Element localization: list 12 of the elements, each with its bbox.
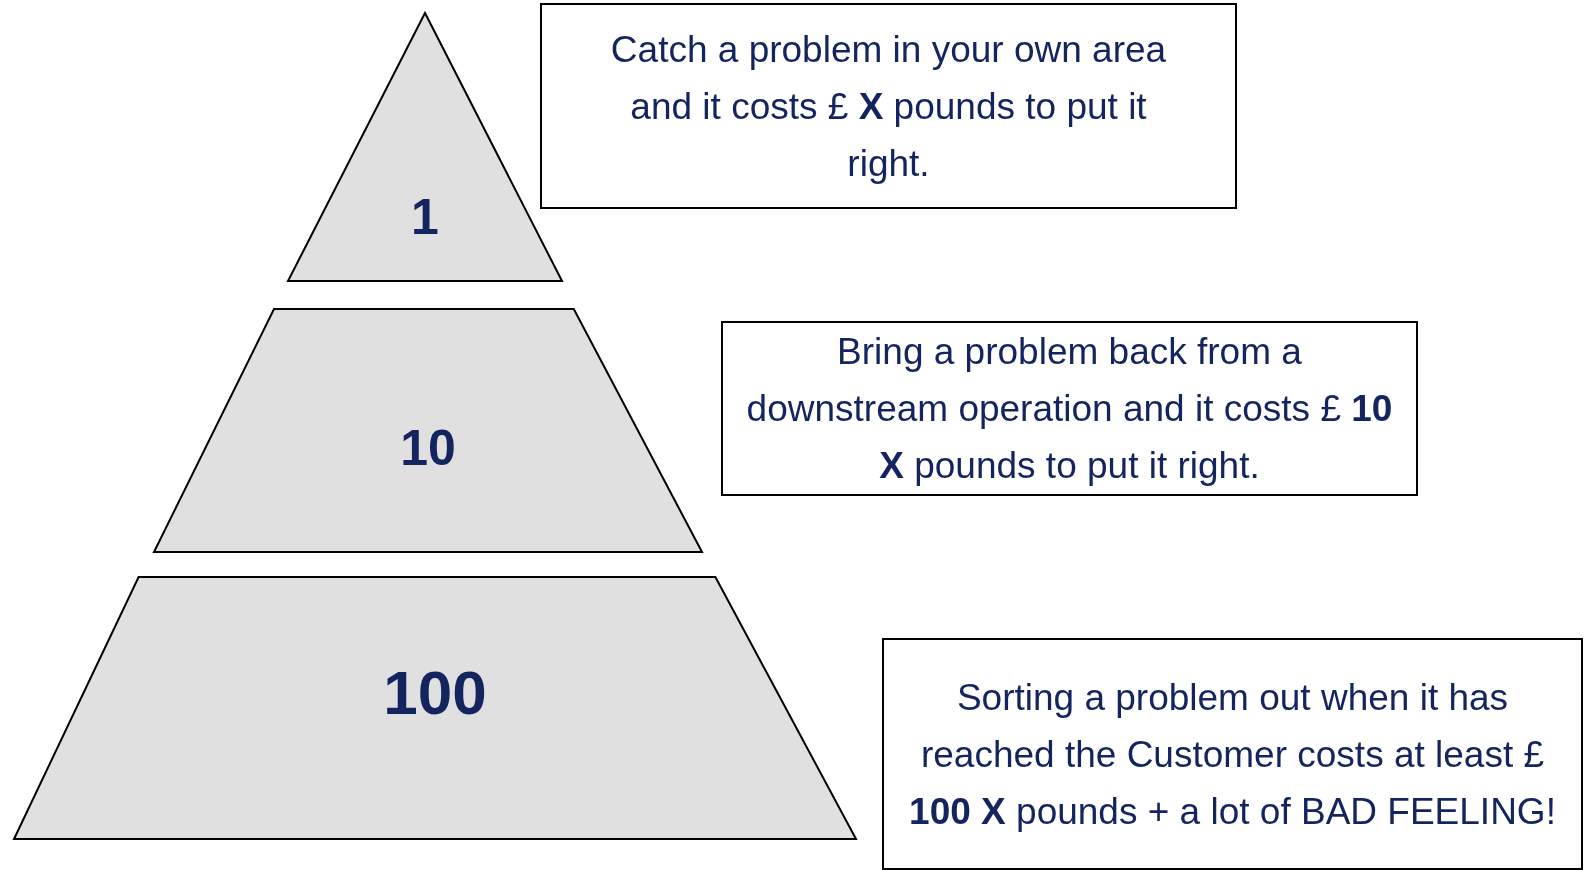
pyramid-tier — [14, 577, 856, 839]
pyramid-tier — [154, 309, 702, 552]
cost-description: Catch a problem in your own area and it costs £ X pounds to put it right. — [609, 27, 1168, 186]
text-box — [540, 3, 1237, 209]
tier-number: 100 — [382, 657, 488, 728]
text-box — [721, 321, 1418, 496]
tier-number: 10 — [399, 419, 457, 477]
pyramid-tier — [288, 13, 562, 281]
cost-description: Bring a problem back from a downstream operation and it costs £ 10 X pounds to put it right. — [745, 330, 1394, 488]
tier-number: 1 — [410, 188, 440, 246]
text-box — [882, 638, 1583, 870]
cost-description: Sorting a problem out when it has reached the Customer costs at least £ 100 X pounds + a lot of BAD FEELING! — [908, 675, 1557, 834]
